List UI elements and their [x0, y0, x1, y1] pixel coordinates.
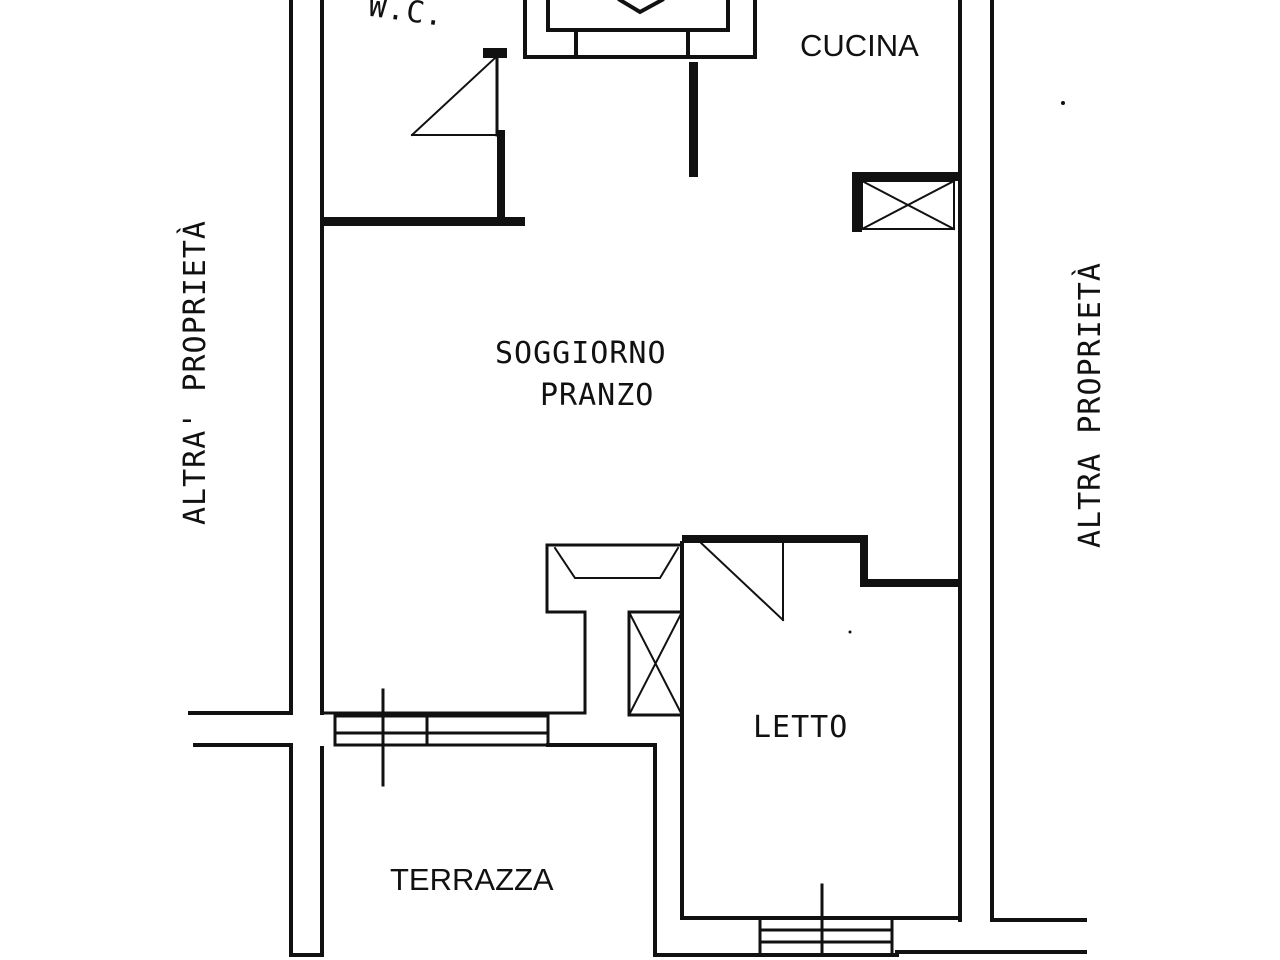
room-label-wc: W.C. [366, 0, 446, 34]
dot-mark [1061, 101, 1065, 105]
room-label-pranzo: PRANZO [540, 378, 654, 413]
exterior-walls [188, 0, 1087, 957]
window-terrace [320, 688, 587, 787]
room-label-soggiorno: SOGGIORNO [495, 336, 667, 371]
shaft-left [627, 610, 684, 717]
shaft-right [852, 172, 960, 232]
bedroom-walls [545, 535, 962, 957]
dot-mark [848, 630, 852, 634]
wc-partition [322, 48, 698, 226]
window-bedroom [758, 883, 894, 957]
neighbor-label-left: ALTRA' PROPRIETÀ [177, 220, 213, 525]
room-label-cucina: CUCINA [800, 28, 919, 63]
wc-walls [523, 0, 757, 59]
room-label-letto: LETTO [753, 710, 848, 745]
neighbor-label-right: ALTRA PROPRIETÀ [1072, 262, 1108, 548]
room-label-terrazza: TERRAZZA [390, 862, 554, 897]
